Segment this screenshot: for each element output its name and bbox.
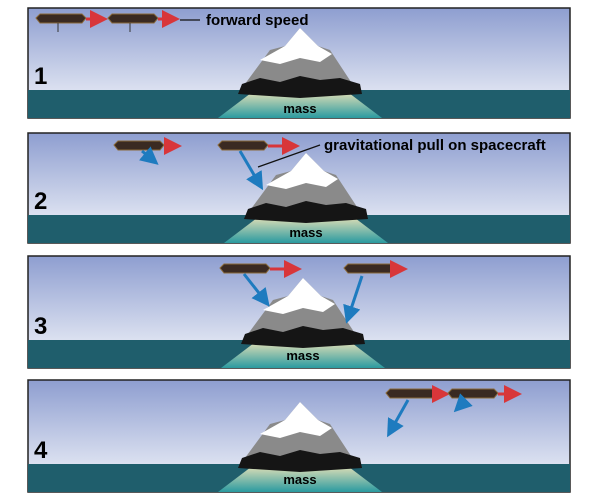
mass-label: mass xyxy=(289,225,322,240)
spacecraft xyxy=(217,140,269,151)
mass-label: mass xyxy=(286,348,319,363)
spacecraft xyxy=(113,140,165,151)
gravitational-pull-label: gravitational pull on spacecraft xyxy=(324,137,546,154)
step-number: 4 xyxy=(34,437,48,464)
spacecraft xyxy=(343,263,395,274)
mass-label: mass xyxy=(283,101,316,116)
spacecraft xyxy=(385,388,437,399)
spacecraft xyxy=(107,13,159,32)
panel-4: mass 4 xyxy=(27,379,571,493)
panel-1: mass 1 forward speed xyxy=(27,7,571,119)
panel-3: mass 3 xyxy=(27,255,571,369)
mass-label: mass xyxy=(283,472,316,487)
forward-speed-label: forward speed xyxy=(206,12,309,29)
spacecraft xyxy=(219,263,271,274)
gravity-arrow xyxy=(343,275,364,324)
gravity-arrow xyxy=(387,399,410,438)
step-number: 2 xyxy=(34,188,47,215)
gravity-arrow xyxy=(238,150,264,191)
panel-2: mass 2 gravitational pull on spacecraft xyxy=(27,132,571,244)
gravity-arrow xyxy=(139,146,159,165)
step-number: 1 xyxy=(34,63,47,90)
spacecraft xyxy=(447,388,499,399)
gravity-arrow xyxy=(453,393,473,413)
gravity-arrow xyxy=(242,273,270,307)
spacecraft xyxy=(35,13,87,32)
step-number: 3 xyxy=(34,313,47,340)
